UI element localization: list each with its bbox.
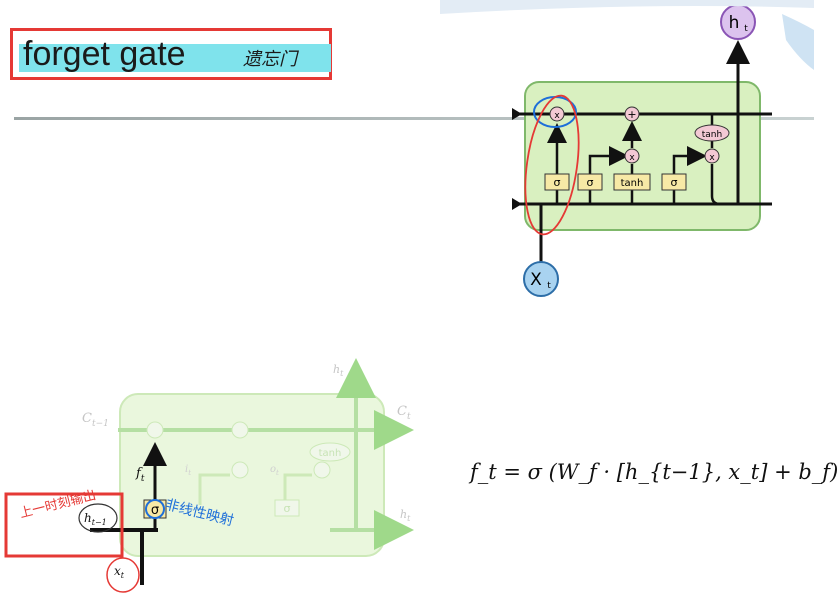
- svg-text:tanh: tanh: [319, 448, 342, 459]
- top-op-multiply-forget: [549, 106, 565, 122]
- decor-right-shape: [782, 14, 814, 70]
- svg-text:t: t: [547, 281, 551, 291]
- bottom-label-h-top: ht: [333, 363, 344, 378]
- top-op-multiply-output: [704, 148, 720, 164]
- top-input-node: [523, 261, 559, 297]
- svg-text:σ: σ: [587, 176, 594, 189]
- svg-text:σ: σ: [151, 503, 159, 518]
- title-highlight: [19, 44, 331, 72]
- top-gate-tanh: [613, 173, 651, 191]
- top-gate-sigma-output: [661, 173, 687, 191]
- top-lstm-cell: σ σ tanh σ x + x x tanh X t h t: [512, 4, 772, 297]
- bottom-label-i: it: [185, 464, 191, 477]
- title-box: forget gate 遗忘门: [10, 28, 332, 80]
- svg-text:x: x: [709, 153, 715, 163]
- top-cell-body: [524, 81, 761, 231]
- lstm-diagrams: σ σ tanh σ x + x x tanh X t h t: [4, 0, 814, 593]
- bottom-label-o: ot: [270, 464, 279, 477]
- bottom-label-c-out: Ct: [397, 404, 411, 422]
- divider-line: [14, 117, 814, 120]
- svg-text:+: +: [627, 108, 636, 121]
- top-op-add: [624, 106, 640, 122]
- bottom-lstm-cell: tanh σ Ct−1 Ct ht ht it ot σ ft ht−1 xt: [4, 358, 414, 593]
- decor-top-band: [440, 0, 814, 14]
- forget-gate-formula: f_t = σ (W_f · [h_{t−1}, x_t] + b_f): [470, 460, 838, 484]
- bottom-label-h-prev: ht−1: [84, 511, 107, 527]
- title-handwritten-note: 遗忘门: [243, 49, 297, 70]
- svg-text:σ: σ: [554, 176, 561, 189]
- svg-text:X: X: [530, 270, 542, 290]
- page-title: forget gate: [23, 35, 186, 73]
- red-box-h-prev: [4, 492, 124, 558]
- top-gate-sigma-input: [577, 173, 603, 191]
- bottom-cell-body: [119, 393, 385, 557]
- svg-text:x: x: [554, 111, 560, 121]
- svg-text:σ: σ: [284, 502, 291, 515]
- top-gate-sigma-forget: [544, 173, 570, 191]
- svg-text:x: x: [629, 153, 635, 163]
- svg-text:tanh: tanh: [621, 178, 644, 189]
- bottom-label-f: ft: [135, 466, 145, 484]
- bottom-label-c-prev: Ct−1: [82, 411, 109, 429]
- red-ellipse-annotation: [524, 94, 580, 236]
- bottom-label-h-right: ht: [400, 508, 411, 523]
- bottom-label-x: xt: [114, 564, 125, 580]
- top-op-multiply-input: [624, 148, 640, 164]
- svg-text:tanh: tanh: [702, 130, 722, 140]
- svg-text:σ: σ: [671, 176, 678, 189]
- svg-text:h: h: [729, 13, 740, 33]
- svg-text:t: t: [744, 24, 748, 34]
- top-op-tanh: [694, 124, 730, 142]
